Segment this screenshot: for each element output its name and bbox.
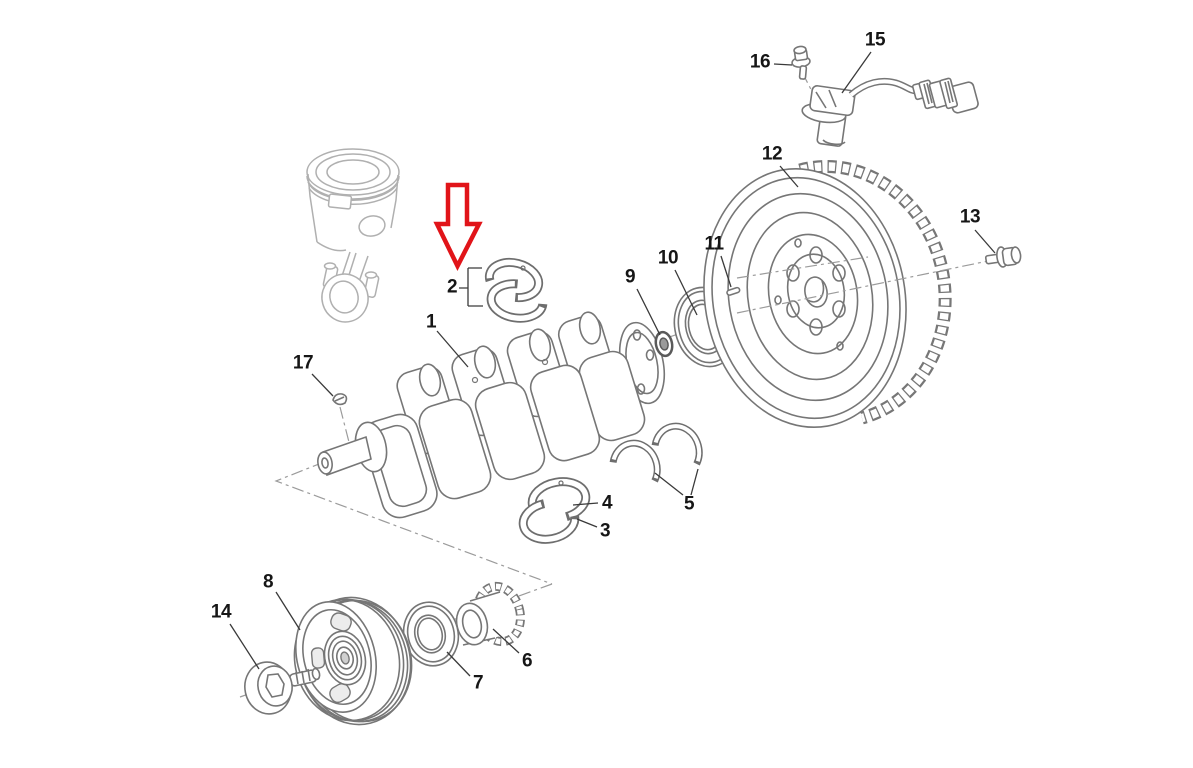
part-8-crankshaft-pulley — [293, 596, 413, 726]
callout-12[interactable]: 12 — [761, 143, 783, 165]
callout-2[interactable]: 2 — [446, 276, 458, 298]
leader-lines — [229, 51, 996, 677]
red-arrow-annotation — [433, 182, 483, 272]
callout-13[interactable]: 13 — [959, 206, 981, 228]
part-2-bearing-shells — [484, 257, 548, 323]
part-3-bearing-shell-lower — [518, 498, 580, 544]
callout-3[interactable]: 3 — [599, 520, 611, 542]
callout-5[interactable]: 5 — [683, 493, 695, 515]
part-15-crankshaft-sensor — [801, 77, 979, 147]
part-16-sensor-bolt — [791, 45, 811, 80]
callout-16[interactable]: 16 — [749, 51, 771, 73]
callout-7[interactable]: 7 — [472, 672, 484, 694]
part-6-timing-gear — [455, 581, 525, 647]
callout-14[interactable]: 14 — [210, 601, 232, 623]
callout-9[interactable]: 9 — [624, 266, 636, 288]
part-1-crankshaft — [317, 311, 666, 519]
callout-15[interactable]: 15 — [864, 29, 886, 51]
callout-11[interactable]: 11 — [704, 233, 724, 255]
callout-1[interactable]: 1 — [425, 311, 437, 333]
callout-8[interactable]: 8 — [262, 571, 274, 593]
part-4-bearing-shell-upper — [527, 477, 591, 523]
part-5-thrust-washers — [609, 422, 703, 497]
piston-connecting-rod — [306, 148, 400, 323]
callout-17[interactable]: 17 — [292, 352, 314, 374]
part-14-pulley-bolt — [244, 661, 321, 715]
part-9-bushing — [654, 330, 674, 358]
part-12-flywheel — [703, 160, 989, 428]
part-11-dowel-pin — [726, 286, 741, 296]
callout-10[interactable]: 10 — [657, 247, 679, 269]
part-7-seal-ring — [402, 601, 460, 667]
callout-4[interactable]: 4 — [601, 492, 613, 514]
part-17-key — [332, 393, 348, 406]
part-13-bolt — [984, 246, 1022, 268]
callout-6[interactable]: 6 — [521, 650, 533, 672]
